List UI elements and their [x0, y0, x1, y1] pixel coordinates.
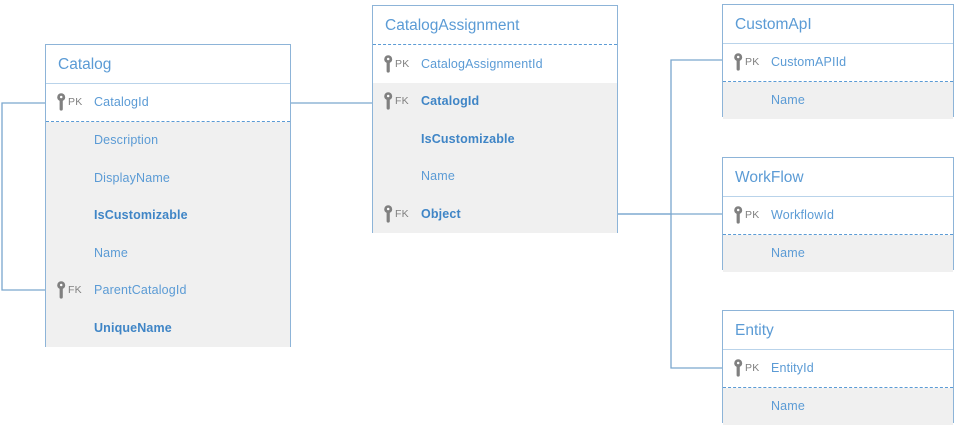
attribute-row-catalog-assignment-catalogid[interactable]: FK CatalogId: [373, 82, 617, 120]
attribute-name: CatalogAssignmentId: [421, 56, 543, 71]
key-type-label: PK: [745, 362, 760, 375]
attribute-row-catalog-iscustomizable[interactable]: IsCustomizable: [46, 196, 290, 234]
attribute-name: Description: [94, 133, 159, 148]
attribute-name: UniqueName: [94, 320, 172, 335]
attribute-name: WorkflowId: [771, 208, 835, 223]
key-type-label: PK: [745, 56, 760, 69]
attribute-name: DisplayName: [94, 170, 170, 185]
key-indicator: PK: [723, 53, 771, 71]
key-icon: [57, 281, 66, 299]
attribute-name: EntityId: [771, 361, 814, 376]
attribute-name: CatalogId: [421, 94, 480, 109]
key-icon: [734, 359, 743, 377]
attribute-name: CatalogId: [94, 95, 149, 110]
attribute-row-custom-api-customapiid[interactable]: PK CustomAPIId: [723, 44, 953, 82]
attribute-row-custom-api-name[interactable]: Name: [723, 81, 953, 119]
attribute-name: Name: [94, 245, 128, 260]
attribute-row-catalog-assignment-name[interactable]: Name: [373, 157, 617, 195]
entity-title-catalog-assignment: CatalogAssignment: [373, 6, 617, 45]
attribute-row-catalog-assignment-catalogassignmentid[interactable]: PK CatalogAssignmentId: [373, 45, 617, 83]
entity-title-catalog: Catalog: [46, 45, 290, 84]
relationship-line-catalog-assignment-to-custom-api[interactable]: [618, 59, 722, 215]
key-indicator: PK: [723, 206, 771, 224]
key-icon: [734, 206, 743, 224]
attribute-row-catalog-displayname[interactable]: DisplayName: [46, 159, 290, 197]
key-indicator: FK: [46, 281, 94, 299]
attribute-row-catalog-assignment-iscustomizable[interactable]: IsCustomizable: [373, 120, 617, 158]
attribute-name: Name: [421, 169, 455, 184]
attribute-row-entity-entityid[interactable]: PK EntityId: [723, 350, 953, 388]
entity-title-entity: Entity: [723, 311, 953, 350]
attribute-row-catalog-parentcatalogid[interactable]: FK ParentCatalogId: [46, 271, 290, 309]
key-type-label: FK: [68, 284, 82, 297]
attribute-row-catalog-name[interactable]: Name: [46, 234, 290, 272]
key-indicator: PK: [723, 359, 771, 377]
attribute-row-workflow-workflowid[interactable]: PK WorkflowId: [723, 197, 953, 235]
attribute-name: Object: [421, 206, 461, 221]
attribute-row-catalog-description[interactable]: Description: [46, 121, 290, 159]
relationship-line-catalog-assignment-to-entity[interactable]: [670, 214, 722, 369]
attribute-name: Name: [771, 93, 805, 108]
key-indicator: FK: [373, 92, 421, 110]
attribute-name: IsCustomizable: [421, 131, 515, 146]
key-indicator: PK: [46, 93, 94, 111]
attribute-row-workflow-name[interactable]: Name: [723, 234, 953, 272]
relationship-line-catalog-self-reference[interactable]: [1, 102, 45, 291]
attribute-name: IsCustomizable: [94, 208, 188, 223]
attribute-name: ParentCatalogId: [94, 283, 187, 298]
attribute-name: Name: [771, 246, 805, 261]
key-icon: [384, 204, 393, 223]
entity-title-custom-api: CustomApI: [723, 5, 953, 44]
key-icon: [57, 93, 66, 111]
attribute-name: CustomAPIId: [771, 55, 847, 70]
key-type-label: PK: [68, 96, 83, 109]
entity-title-workflow: WorkFlow: [723, 158, 953, 197]
key-type-label: FK: [395, 95, 409, 108]
key-icon: [734, 53, 743, 71]
attribute-row-catalog-assignment-object[interactable]: FK Object: [373, 195, 617, 233]
key-icon: [384, 54, 393, 73]
key-type-label: PK: [745, 209, 760, 222]
attribute-row-entity-name[interactable]: Name: [723, 387, 953, 425]
key-type-label: FK: [395, 207, 409, 220]
key-icon: [384, 92, 393, 110]
attribute-name: Name: [771, 399, 805, 414]
attribute-row-catalog-catalogid[interactable]: PK CatalogId: [46, 84, 290, 122]
key-indicator: PK: [373, 54, 421, 73]
key-indicator: FK: [373, 204, 421, 223]
attribute-row-catalog-uniquename[interactable]: UniqueName: [46, 309, 290, 347]
key-type-label: PK: [395, 57, 410, 70]
